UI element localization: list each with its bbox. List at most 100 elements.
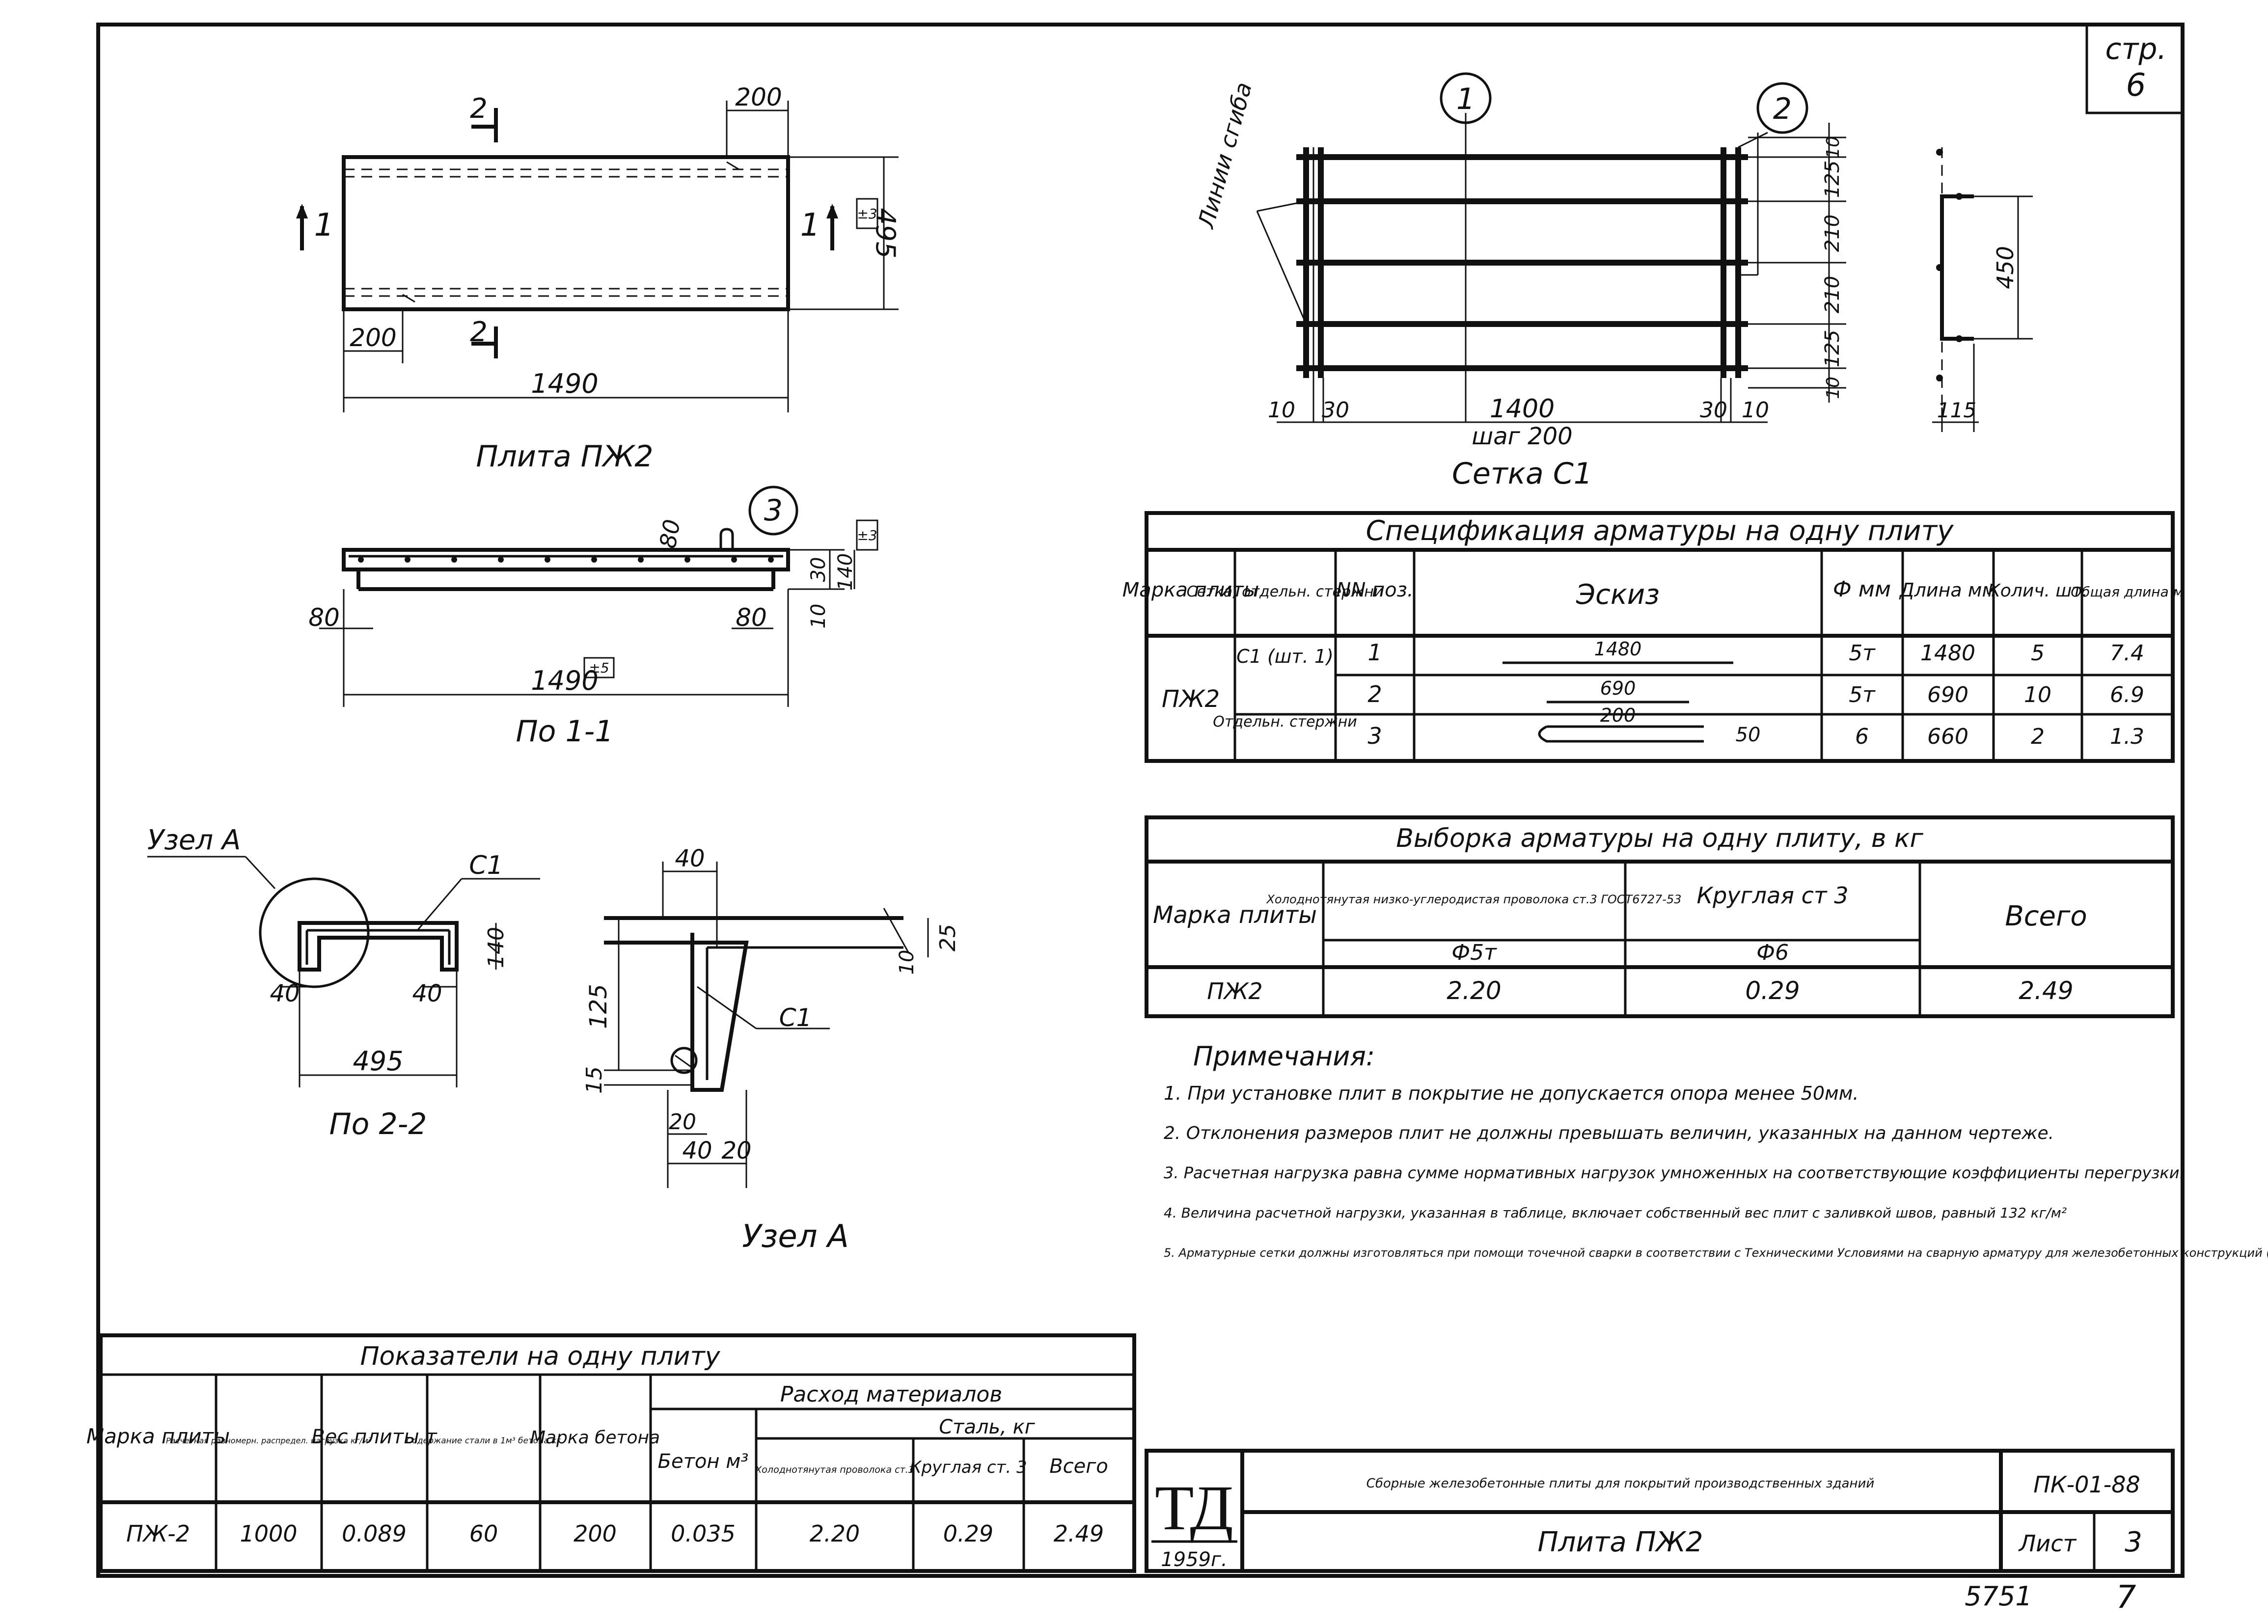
notes: Примечания: 1. При установке плит в покр… bbox=[1164, 1041, 2268, 1260]
spec-row3-len: 660 bbox=[1927, 724, 1968, 749]
plan-sec-1-right: 1 bbox=[800, 207, 820, 244]
node-d25: 25 bbox=[935, 924, 960, 951]
sel-title: Выборка арматуры на одну плиту, в кг bbox=[1396, 824, 1923, 853]
mesh-bent-profile bbox=[1940, 194, 1974, 341]
stamp-title: Сборные железобетонные плиты для покрыти… bbox=[1366, 1476, 1875, 1491]
mesh-v210-a: 210 bbox=[1821, 215, 1844, 252]
sel-row-mark: ПЖ2 bbox=[1207, 978, 1262, 1004]
note-1: 1. При установке плит в покрытие не допу… bbox=[1164, 1083, 1858, 1104]
page-box bbox=[2085, 25, 2183, 114]
mesh-v210-b: 210 bbox=[1821, 276, 1844, 313]
note-3: 3. Расчетная нагрузка равна сумме нормат… bbox=[1164, 1164, 2185, 1182]
section11-dim-140: 140 bbox=[834, 553, 857, 591]
spec-mark: ПЖ2 bbox=[1162, 685, 1220, 713]
mesh-v125-top: 125 bbox=[1821, 161, 1844, 198]
section11-title: По 1-1 bbox=[516, 714, 614, 749]
mesh-v125-bottom: 125 bbox=[1821, 330, 1844, 367]
spec-row3-group: Отдельн. стержни bbox=[1213, 713, 1357, 731]
spec-h-group: Сетка, отдельн. стержни bbox=[1187, 583, 1384, 600]
spec-row1-len: 1480 bbox=[1920, 641, 1975, 666]
node-d10: 10 bbox=[896, 950, 918, 975]
footer-num1: 5751 bbox=[1965, 1581, 2032, 1612]
mesh-title: Сетка С1 bbox=[1452, 457, 1592, 491]
spec-row1-total: 7.4 bbox=[2110, 641, 2144, 666]
node-d15: 15 bbox=[582, 1066, 607, 1094]
spec-title: Спецификация арматуры на одну плиту bbox=[1366, 515, 1954, 547]
mesh-d10-right: 10 bbox=[1742, 398, 1769, 423]
plan-title: Плита ПЖ2 bbox=[476, 439, 653, 474]
ind-group-title: Расход материалов bbox=[780, 1382, 1002, 1407]
node-rebar bbox=[670, 1047, 698, 1074]
ind-h-round: Круглая ст. 3 bbox=[909, 1458, 1027, 1477]
plan-sec-2-top: 2 bbox=[470, 93, 488, 125]
ind-h-concrete-grade: Марка бетона bbox=[530, 1428, 660, 1448]
ind-row-steel: 60 bbox=[469, 1520, 498, 1547]
stamp-code: ПК-01-88 bbox=[2033, 1471, 2140, 1498]
node-title: Узел А bbox=[742, 1218, 848, 1255]
ind-steel-title: Сталь, кг bbox=[939, 1416, 1035, 1438]
mesh-d30-right: 30 bbox=[1700, 398, 1727, 423]
plan-dim-200-bottom: 200 bbox=[350, 324, 396, 352]
section22-dim-495: 495 bbox=[353, 1046, 403, 1077]
indicators-table: Показатели на одну плиту Расход материал… bbox=[86, 1333, 1136, 1573]
spec-h-total: Общая длина м bbox=[2071, 584, 2184, 600]
section22-mesh-label: С1 bbox=[469, 851, 503, 880]
node-d20-a: 20 bbox=[669, 1110, 696, 1135]
ind-row-concrete: 0.035 bbox=[671, 1520, 736, 1547]
plan-sec-1-left: 1 bbox=[314, 207, 334, 244]
spec-row2-total: 6.9 bbox=[2110, 682, 2144, 707]
section22-dim-140: 140 bbox=[484, 927, 509, 968]
mesh-v10-bottom: 10 bbox=[1823, 377, 1843, 399]
mesh-callout1-circle bbox=[1440, 72, 1492, 124]
mesh-callout2: 2 bbox=[1773, 92, 1792, 126]
ind-h-steel: Содержание стали в 1м³ бетона кг bbox=[407, 1436, 561, 1446]
ind-row-wire: 2.20 bbox=[810, 1520, 860, 1547]
section11-dim-80-left: 80 bbox=[308, 603, 340, 632]
ind-h-load: Расчетная равномерн. распредел. нагрузка… bbox=[166, 1436, 372, 1445]
selection-table: Выборка арматуры на одну плиту, в кг Мар… bbox=[1145, 815, 2175, 1018]
plan-view: 200 200 1490 495 ±3 1 1 2 2 Плита ПЖ2 bbox=[296, 83, 901, 474]
channel-section bbox=[298, 921, 459, 972]
sel-row-total: 2.49 bbox=[2019, 976, 2073, 1005]
ind-h-wire: Холоднотянутая проволока ст.3 bbox=[755, 1464, 914, 1475]
mesh-callout1: 1 bbox=[1456, 82, 1475, 116]
section11-tol-len: ±5 bbox=[589, 660, 609, 676]
stamp-subtitle: Плита ПЖ2 bbox=[1537, 1526, 1703, 1558]
ind-row-concrete-grade: 200 bbox=[574, 1520, 617, 1547]
node-d20-b: 20 bbox=[721, 1137, 751, 1164]
plan-dim-1490: 1490 bbox=[531, 368, 598, 399]
page-label: стр. bbox=[2105, 32, 2166, 66]
plan-tol: ±3 bbox=[857, 206, 877, 222]
section11-tol-h: ±3 bbox=[857, 527, 877, 543]
mesh-bend-label: Линии сгиба bbox=[1192, 80, 1257, 232]
section-2-2: Узел А С1 140 40 40 495 По 2-2 bbox=[147, 824, 540, 1141]
section22-dim-40-right: 40 bbox=[412, 980, 442, 1007]
mesh-d30-left: 30 bbox=[1322, 398, 1349, 423]
spec-row2-d: 5т bbox=[1849, 682, 1876, 707]
note-2: 2. Отклонения размеров плит не должны пр… bbox=[1164, 1123, 2054, 1143]
spec-row1-qty: 5 bbox=[2031, 641, 2045, 666]
spec-row3-sketch2: 50 bbox=[1736, 724, 1761, 746]
node-a-detail: 40 25 10 125 15 С1 20 40 20 Узел А bbox=[582, 845, 960, 1255]
spec-row3-qty: 2 bbox=[2031, 724, 2045, 749]
footer-num2: 7 bbox=[2116, 1579, 2136, 1616]
stamp-sheet-label: Лист bbox=[2018, 1530, 2077, 1557]
spec-row3-d: 6 bbox=[1855, 724, 1869, 749]
sel-h-round: Круглая ст 3 bbox=[1696, 882, 1848, 909]
mesh-callout2-circle bbox=[1756, 82, 1808, 134]
spec-h-pos: NN поз. bbox=[1336, 579, 1413, 601]
plan-dim-200-top: 200 bbox=[735, 83, 782, 111]
ind-row-weight: 0.089 bbox=[342, 1520, 407, 1547]
plan-dim-495: 495 bbox=[870, 208, 901, 258]
sel-h-mark: Марка плиты bbox=[1153, 901, 1317, 929]
section11-dim-80-right: 80 bbox=[736, 603, 767, 632]
spec-row1-pos: 1 bbox=[1367, 639, 1382, 666]
mesh-d1400: 1400 bbox=[1490, 394, 1555, 424]
stamp-logo: ТД bbox=[1155, 1473, 1233, 1543]
section11-dim-10: 10 bbox=[807, 604, 830, 629]
spec-row3-pos: 3 bbox=[1367, 723, 1382, 749]
spec-h-d: Ф мм bbox=[1833, 577, 1891, 602]
note-4: 4. Величина расчетной нагрузки, указанна… bbox=[1164, 1205, 2067, 1221]
section11-dim-1490: 1490 bbox=[531, 665, 598, 696]
plan-sec-2-bottom: 2 bbox=[470, 316, 488, 348]
